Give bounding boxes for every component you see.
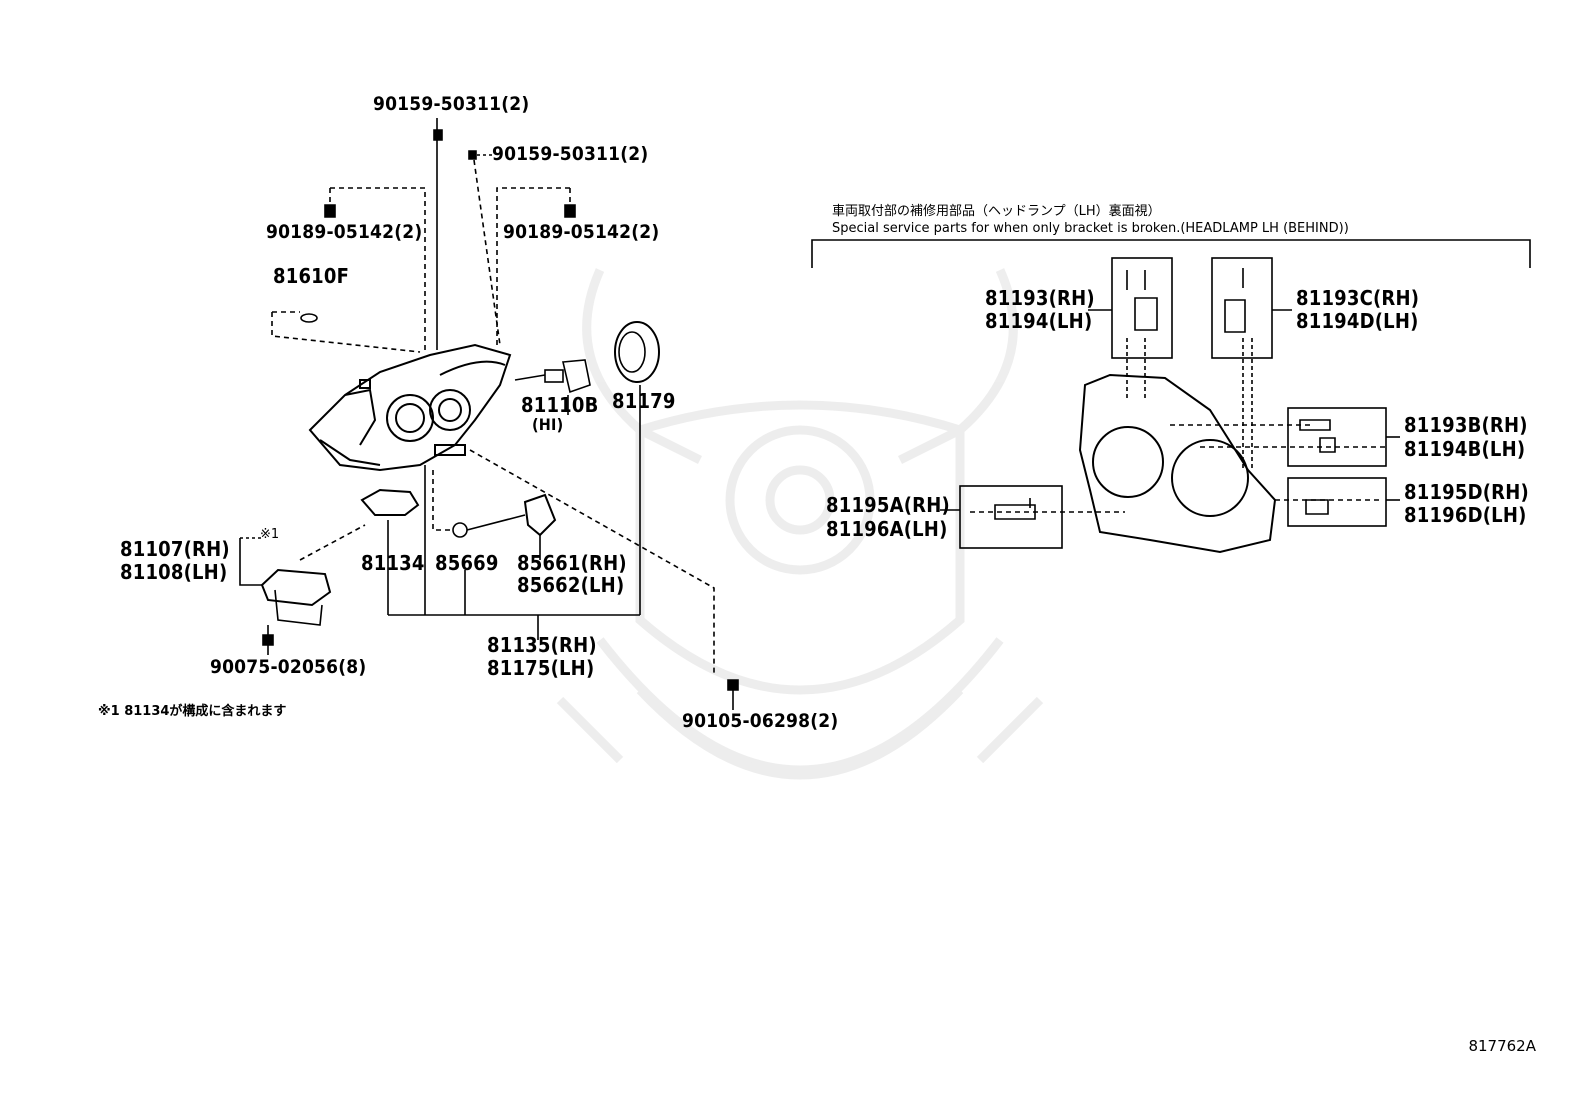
part-label: 90159-50311(2) [492, 143, 649, 165]
part-label: 90159-50311(2) [373, 93, 530, 115]
part-label: 81196A(LH) [826, 517, 948, 541]
actuator-icon [523, 493, 557, 537]
part-label: 90189-05142(2) [266, 221, 423, 243]
bracket-plate [1078, 373, 1277, 554]
part-label: 81194D(LH) [1296, 309, 1419, 333]
bulb-icon [562, 359, 591, 394]
part-label: 81195D(RH) [1404, 480, 1529, 504]
diagram-code: 817762A [1468, 1037, 1536, 1055]
screw-icon [262, 634, 274, 646]
ballast-icon [260, 568, 332, 607]
service-note-jp: 車両取付部の補修用部品（ヘッドランプ（LH）裏面視） [832, 204, 1161, 219]
part-label: 81194B(LH) [1404, 437, 1526, 461]
part-label: 81108(LH) [120, 560, 228, 584]
part-label: 81195A(RH) [826, 493, 950, 517]
part-label: 81179 [612, 389, 676, 413]
part-label: 81194(LH) [985, 309, 1093, 333]
part-label: 81107(RH) [120, 537, 230, 561]
screw-icon [727, 679, 739, 691]
service-note-en: Special service parts for when only brac… [832, 221, 1349, 236]
part-label: 90189-05142(2) [503, 221, 660, 243]
gasket-icon [360, 488, 420, 516]
watermark-logo [556, 268, 1044, 780]
part-label: 81110B [521, 393, 599, 417]
cap-icon [300, 313, 318, 323]
part-label: 81175(LH) [487, 656, 595, 680]
headlamp-assembly [308, 343, 512, 472]
bolt-icon [433, 129, 443, 141]
part-label: (HI) [532, 415, 564, 434]
part-label: 81196D(LH) [1404, 503, 1527, 527]
part-label: 81193C(RH) [1296, 286, 1420, 310]
part-label: 90105-06298(2) [682, 710, 839, 732]
part-label: 85669 [435, 551, 499, 575]
footnote: ※1 81134が構成に含まれます [98, 704, 287, 719]
footnote-mark: ※1 [260, 527, 280, 542]
part-label: 90075-02056(8) [210, 656, 367, 678]
part-label: 85661(RH) [517, 551, 627, 575]
bolt-icon [468, 150, 477, 160]
line-work [239, 118, 1531, 710]
part-label: 81135(RH) [487, 633, 597, 657]
part-label: 81193B(RH) [1404, 413, 1528, 437]
bolt-icon [324, 204, 336, 218]
part-label: 85662(LH) [517, 573, 625, 597]
bolt-icon [564, 204, 576, 218]
part-label: 81134 [361, 551, 425, 575]
cap-icon [614, 321, 660, 383]
part-label: 81610F [273, 264, 350, 288]
part-label: 81193(RH) [985, 286, 1095, 310]
